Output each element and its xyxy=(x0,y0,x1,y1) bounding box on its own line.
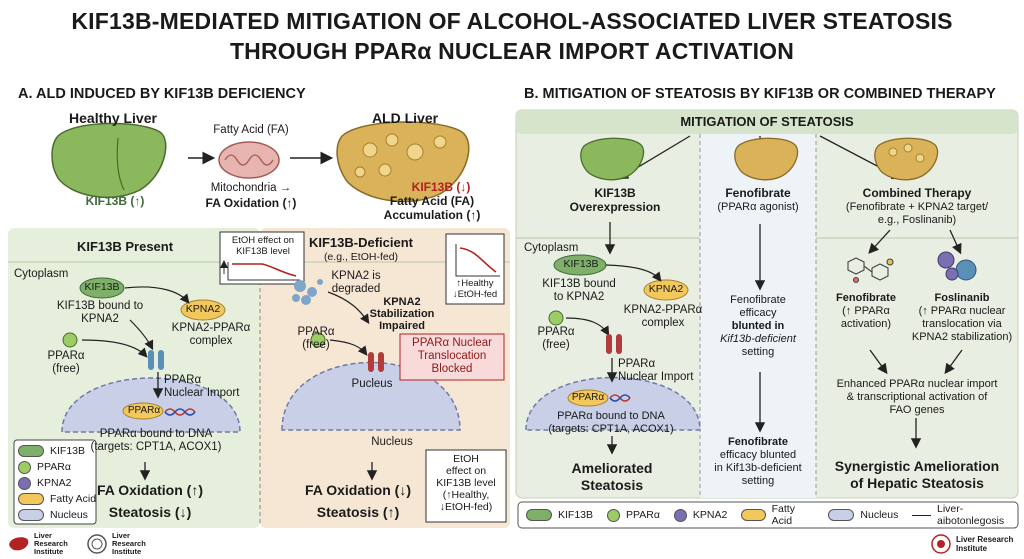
present-complex-label: KPNA2-PPARα complex xyxy=(171,322,251,347)
panel-a-legend: KIF13B PPARα KPNA2 Fatty Acid Nucleus xyxy=(18,443,96,523)
kpna2-degraded-label: KPNA2 is degraded xyxy=(331,270,381,295)
col1-cytoplasm: Cytoplasm xyxy=(524,242,579,254)
col3-foslinanib: Foslinanib (↑ PPARα nuclear translocatio… xyxy=(911,292,1013,343)
present-chart-caption: EtOH effect on KIF13B level xyxy=(231,235,295,257)
col2-title: Fenofibrate xyxy=(725,186,791,200)
present-heading: KIF13B Present xyxy=(76,239,174,254)
present-import-label: PPARα Nuclear Import xyxy=(164,374,240,399)
pucleus-label: Pucleus xyxy=(351,378,393,390)
col1-bound-label: KIF13B bound to KPNA2 xyxy=(542,278,616,303)
present-fa-oxidation: FA Oxidation (↑) xyxy=(96,482,204,498)
col1-title: KIF13B Overexpression xyxy=(569,186,661,214)
present-mini-chart xyxy=(219,231,305,285)
col3-enhanced: Enhanced PPARα nuclear import & transcri… xyxy=(836,378,998,416)
fa-oxidation-up-label: FA Oxidation (↑) xyxy=(205,196,297,210)
stabilization-impaired-label: KPNA2 Stabilization Impaired xyxy=(369,296,435,332)
present-kpna2-pill: KPNA2 xyxy=(185,303,221,315)
col2-sub: (PPARα agonist) xyxy=(717,201,799,213)
healthy-liver-label: Healthy Liver xyxy=(69,110,157,126)
col1-ppara-free: PPARα (free) xyxy=(537,326,575,351)
fa-accumulation-line1: Fatty Acid (FA) xyxy=(389,194,475,208)
present-cytoplasm-label: Cytoplasm xyxy=(14,268,69,280)
present-ppara-free-label: PPARα (free) xyxy=(47,350,85,375)
deficient-steatosis: Steatosis (↑) xyxy=(316,504,400,520)
panel-b-legend: KIF13B PPARα KPNA2 Fatty Acid Nucleus Li… xyxy=(526,503,1024,527)
present-kif13b-pill: KIF13B xyxy=(84,281,120,293)
seal-red-logo-icon xyxy=(931,534,951,554)
fatty-acid-label: Fatty Acid (FA) xyxy=(213,124,289,136)
col3-result: Synergistic Amelioration of Hepatic Stea… xyxy=(834,458,1000,491)
col1-dna-label: PPARα bound to DNA (targets: CPT1A, ACOX… xyxy=(548,410,674,435)
mitochondria-label: Mitochondria → xyxy=(210,182,292,194)
banner-bg xyxy=(516,110,1018,134)
deficient-ppara-free-label: PPARα (free) xyxy=(297,326,335,351)
fenofibrate-col-bg xyxy=(700,134,816,498)
present-steatosis: Steatosis (↓) xyxy=(108,504,192,520)
col1-kpna2-pill: KPNA2 xyxy=(648,283,684,295)
healthy-liver-shape xyxy=(51,122,167,198)
liver-logo-icon xyxy=(9,537,29,551)
col3-title: Combined Therapy xyxy=(862,186,972,200)
col3-feno: Fenofibrate (↑ PPARα activation) xyxy=(836,292,896,330)
panel-b-heading: B. MITIGATION OF STEATOSIS BY KIF13B OR … xyxy=(524,86,996,102)
col1-result: Ameliorated Steatosis xyxy=(571,460,653,493)
present-dna-label: PPARα bound to DNA (targets: CPT1A, ACOX… xyxy=(90,428,222,453)
present-ppara-dna: PPARα xyxy=(127,405,161,416)
deficient-chart-caption: ↑Healthy ↓EtOH-fed xyxy=(452,278,498,300)
etoh-effect-box: EtOH effect on KIF13B level (↑Healthy, ↓… xyxy=(436,453,496,513)
col1-kif13b-pill: KIF13B xyxy=(563,258,599,270)
present-bound-label: KIF13B bound to KPNA2 xyxy=(56,300,144,325)
deficient-heading: KIF13B-Deficient xyxy=(308,235,414,250)
col3-sub: (Fenofibrate + KPNA2 target/ e.g., Fosli… xyxy=(845,201,989,226)
panel-b-legend-box xyxy=(517,501,1019,529)
ald-liver-label: ALD Liver xyxy=(371,110,439,126)
blocked-box xyxy=(399,333,505,381)
main-title-line1: KIF13B-MEDIATED MITIGATION OF ALCOHOL-AS… xyxy=(71,8,953,34)
deficient-fa-oxidation: FA Oxidation (↓) xyxy=(304,482,412,498)
col2-bottom: Fenofibrate efficacy blunted in Kif13b-d… xyxy=(714,436,802,487)
col1-complex-label: KPNA2-PPARα complex xyxy=(623,304,703,329)
translocation-blocked-label: PPARα Nuclear Translocation Blocked xyxy=(412,337,492,375)
panel-a-heading: A. ALD INDUCED BY KIF13B DEFICIENCY xyxy=(18,86,306,102)
deficient-sub: (e.g., EtOH-fed) xyxy=(323,251,399,263)
kif13b-up-label: KIF13B (↑) xyxy=(85,194,145,208)
foslinanib-molecule xyxy=(937,251,977,281)
deficient-nucleus-label: Nucleus xyxy=(371,436,413,448)
col1-import-label: PPARα Nuclear Import xyxy=(618,358,694,383)
col2-mid: Fenofibrate efficacy blunted in Kif13b-d… xyxy=(720,294,796,358)
col1-ppara-dna: PPARα xyxy=(571,392,605,403)
main-title-line2: THROUGH PPARα NUCLEAR IMPORT ACTIVATION xyxy=(229,38,795,64)
fa-accumulation-line2: Accumulation (↑) xyxy=(383,208,481,222)
kif13b-down-label: KIF13B (↓) xyxy=(411,180,471,194)
seal-logo-icon xyxy=(87,534,107,554)
fenofibrate-molecule xyxy=(847,257,894,284)
panel-b-banner: MITIGATION OF STEATOSIS xyxy=(680,114,854,129)
